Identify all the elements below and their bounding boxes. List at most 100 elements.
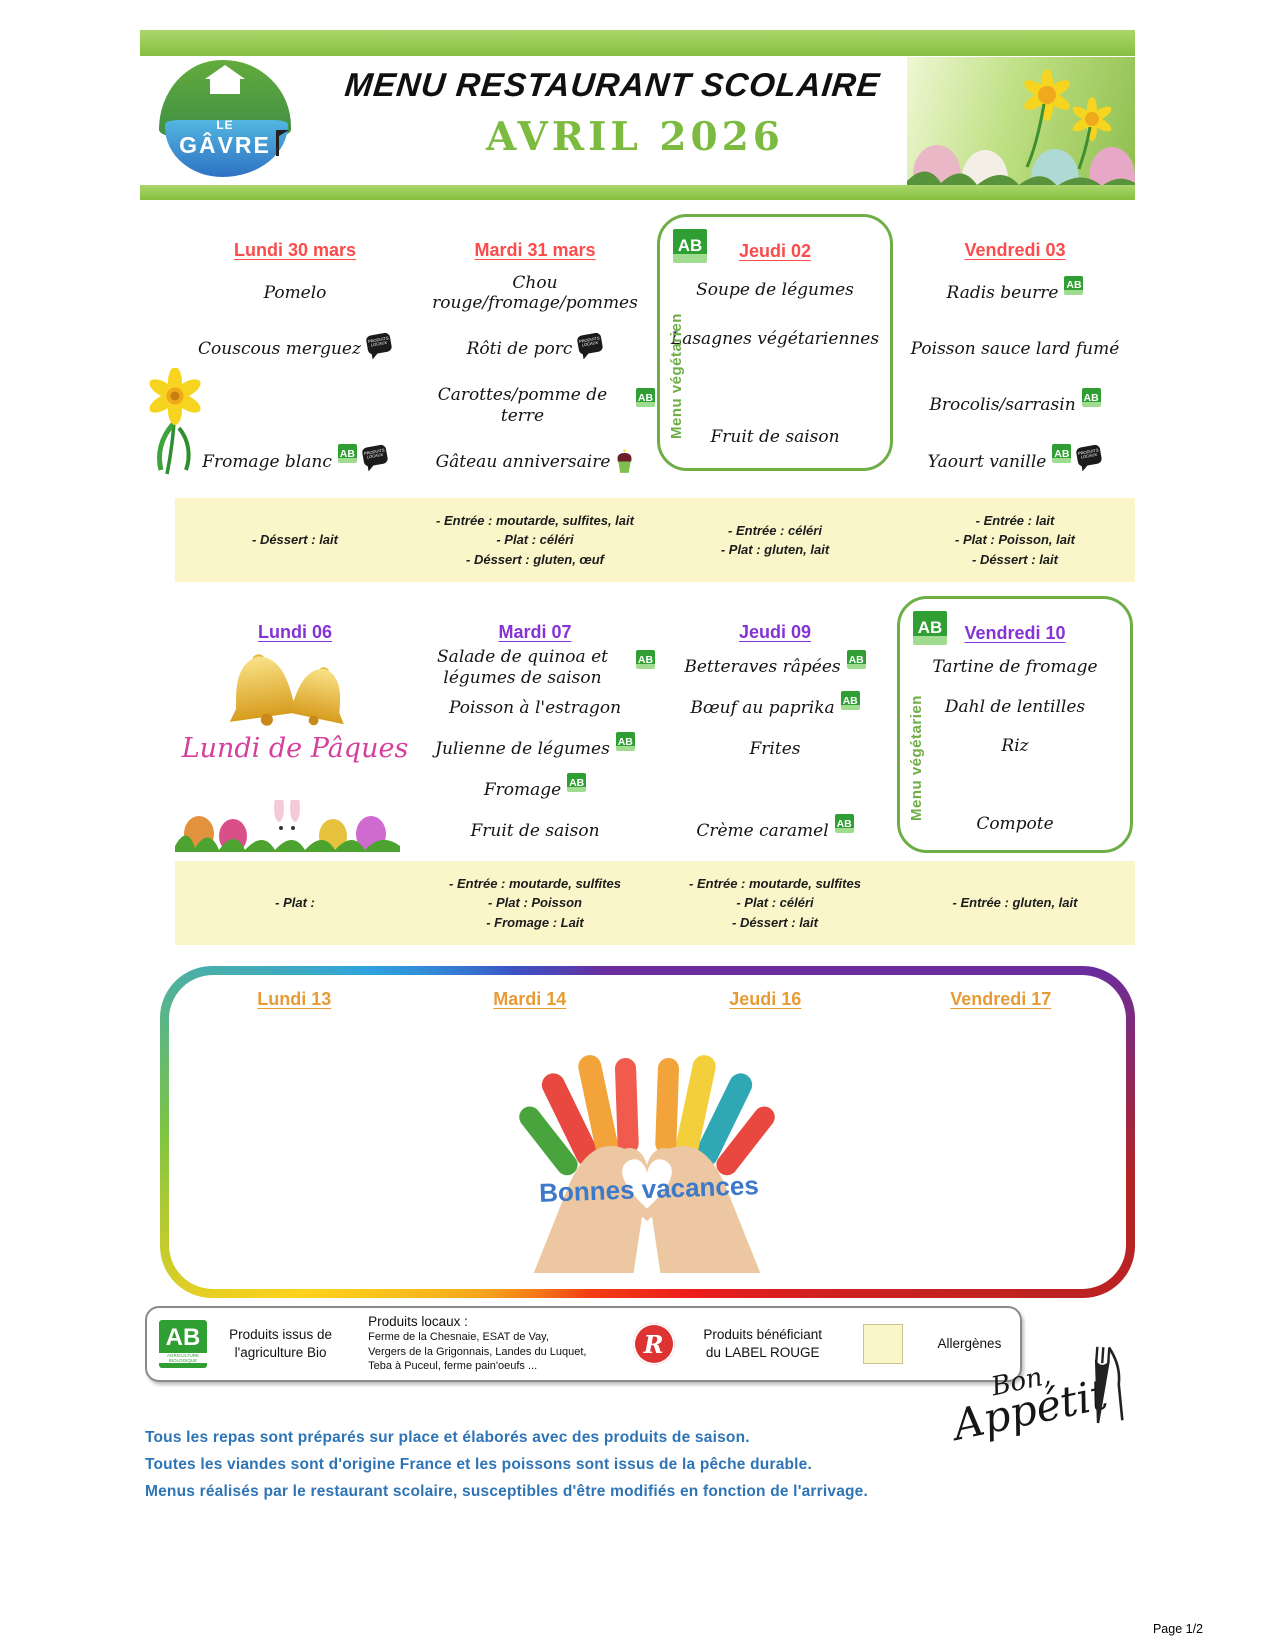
allergen-cell: - Entrée : moutarde, sulfites- Plat : Po… (415, 874, 655, 933)
day-column: Vendredi 17 (883, 989, 1119, 1010)
allergen-cell: - Entrée : moutarde, sulfites, lait- Pla… (415, 511, 655, 570)
day-header: Jeudi 09 (738, 622, 812, 642)
ab-bio-icon: AB (913, 611, 947, 645)
menu-item: Poisson sauce lard fumé (910, 339, 1120, 360)
menu-item-row: Fruit de saison (415, 811, 655, 852)
ab-bio-icon: AB (1064, 275, 1084, 295)
legend-allergenes-label: Allergènes (937, 1336, 1002, 1352)
allergen-line: - Plat : Poisson, lait (955, 532, 1075, 548)
allergen-line: - Déssert : gluten, œuf (466, 551, 604, 567)
menu-item-row (175, 378, 415, 434)
menu-item: Fromage blanc (202, 451, 332, 472)
lundi-de-paques-text: Lundi de Pâques (181, 733, 409, 764)
page-title: MENU RESTAURANT SCOLAIRE (343, 66, 882, 103)
menu-item-row: Frites (655, 729, 895, 770)
note-line: Tous les repas sont préparés sur place e… (145, 1429, 750, 1446)
day-header: Mardi 07 (498, 622, 572, 642)
menu-item-row: Poisson sauce lard fumé (895, 321, 1135, 377)
day-header: Vendredi 17 (950, 989, 1052, 1009)
allergen-line: - Plat : céléri (736, 895, 814, 911)
week-3-days: Lundi 13 Mardi 14 Jeudi 16 Vendredi 17 (177, 989, 1119, 1010)
allergen-line: - Plat : céléri (496, 532, 574, 548)
menu-item: Tartine de fromage (932, 657, 1098, 678)
easter-photo (907, 57, 1135, 186)
menu-item: Fruit de saison (470, 821, 600, 842)
menu-item-row: Lasagnes végétariennes (660, 315, 890, 364)
allergen-line: - Entrée : gluten, lait (952, 895, 1078, 911)
day-header: Jeudi 02 (738, 241, 812, 261)
menu-item: Chou rouge/fromage/pommes (432, 272, 638, 314)
allergen-line: - Plat : (275, 895, 315, 911)
ab-bio-icon: AB (636, 388, 655, 408)
note-line: Toutes les viandes sont d'origine France… (145, 1456, 813, 1473)
menu-item: Rôti de porc (466, 339, 573, 360)
allergen-line: - Entrée : moutarde, sulfites (689, 875, 861, 891)
allergen-cell: - Entrée : lait - Plat : Poisson, lait - D… (895, 511, 1135, 570)
menu-vegetarien-label: Menu végétarien (908, 695, 925, 822)
allergen-cell: - Déssert : lait (175, 530, 415, 550)
day-header: Mardi 14 (493, 989, 567, 1009)
birthday-cupcake-icon (615, 449, 634, 479)
allergen-cell: - Entrée : moutarde, sulfites - Plat : cé… (655, 874, 895, 933)
month-title: AVRIL 2026 (486, 114, 784, 160)
easter-bells-art (193, 647, 383, 739)
allergen-line: - Plat : Poisson (488, 895, 582, 911)
logo-flag-icon (276, 129, 289, 156)
day-column: Jeudi 16 (648, 989, 884, 1010)
ab-bio-icon: AB (1052, 444, 1072, 464)
menu-item: Compote (976, 814, 1054, 835)
allergen-line: - Fromage : Lait (486, 914, 584, 930)
easter-grass-eggs-art (175, 794, 415, 853)
day-column: Mardi 07 Salade de quinoa et légumes de s… (415, 610, 655, 853)
le-gavre-logo: LE GÂVRE (150, 58, 300, 182)
menu-item-row: Tartine de fromage (900, 648, 1130, 687)
ab-bio-icon: AB (1081, 388, 1101, 408)
menu-item: Yaourt vanille (927, 451, 1047, 472)
lundi-de-paques-image: Lundi de Pâques (175, 647, 415, 853)
ab-bio-icon: AB (673, 229, 707, 263)
page-number: Page 1/2 (1152, 1622, 1203, 1636)
week-2-allergen-band: - Plat :- Entrée : moutarde, sulfites- P… (175, 861, 1135, 945)
allergen-color-swatch (862, 1324, 903, 1364)
ab-bio-icon: AB (615, 732, 635, 751)
allergen-cell: - Entrée : céléri- Plat : gluten, lait (655, 521, 895, 560)
day-header: Jeudi 16 (729, 989, 802, 1009)
cutlery-icon (1072, 1339, 1135, 1435)
footer-notes: Tous les repas sont préparés sur place e… (145, 1424, 868, 1505)
menu-item-row: Pomelo (175, 265, 415, 321)
menu-item: Salade de quinoa et légumes de saison (437, 647, 608, 688)
allergen-line: - Entrée : lait (975, 512, 1055, 528)
allergen-line: - Déssert : lait (972, 551, 1058, 567)
allergen-cell: - Plat : (175, 893, 415, 913)
day-header: Vendredi 03 (964, 240, 1066, 260)
menu-item-row: Dahl de lentilles (900, 687, 1130, 726)
allergen-cell: - Entrée : gluten, lait (895, 893, 1135, 913)
menu-item: Soupe de légumes (696, 280, 854, 301)
menu-item-row: Riz (900, 726, 1130, 765)
menu-item-row (655, 770, 895, 811)
menu-item: Couscous merguez (198, 339, 361, 360)
menu-item: Lasagnes végétariennes (670, 329, 880, 350)
header-green-bar-top (140, 30, 1135, 56)
menu-item-row: Compote (900, 805, 1130, 844)
menu-item: Fromage (483, 780, 562, 801)
